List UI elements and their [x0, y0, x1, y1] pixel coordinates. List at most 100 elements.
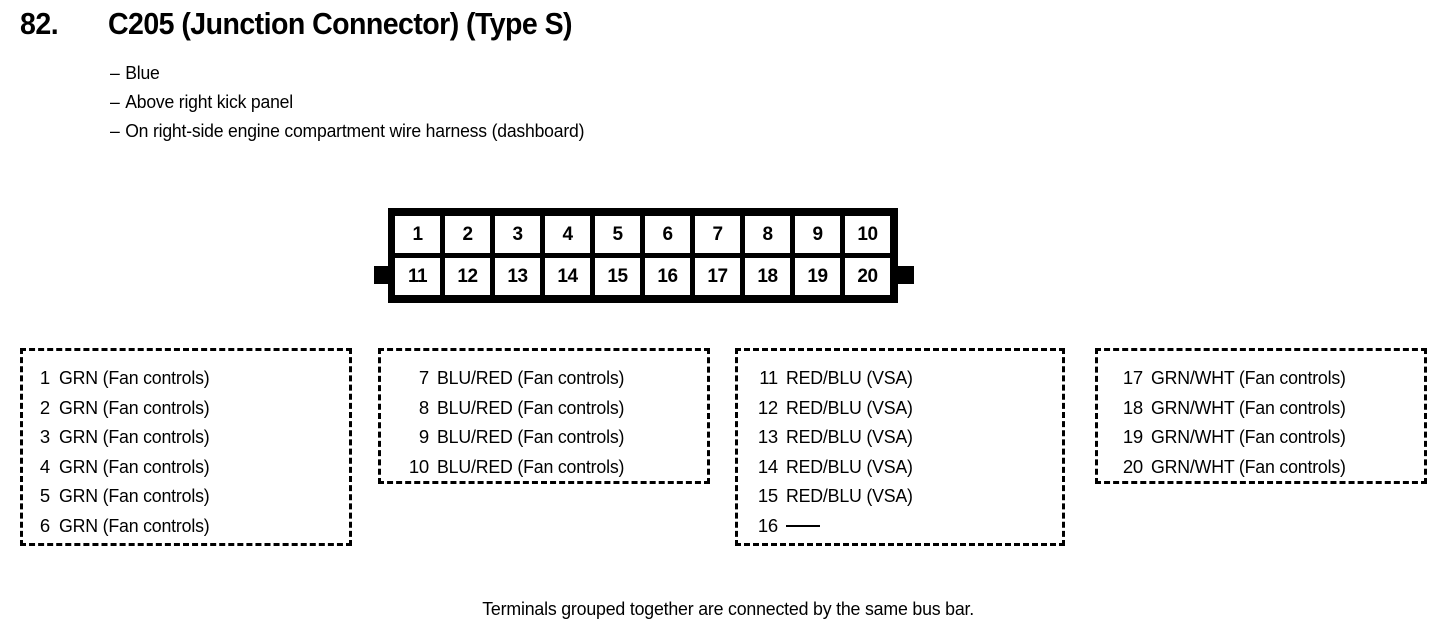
terminal-pin-number: 8	[418, 396, 429, 418]
connector-pin-cell-2: 2	[442, 213, 493, 256]
connector-pin-cell-17: 17	[692, 255, 743, 298]
connector-pin-cell-14: 14	[542, 255, 593, 298]
connector-pin-cell-6: 6	[642, 213, 693, 256]
terminal-pin-number: 7	[418, 367, 429, 388]
terminal-wire-description: RED/BLU (VSA)	[786, 455, 913, 477]
terminal-row: 11 RED/BLU (VSA)	[738, 363, 1062, 393]
section-number: 82.	[20, 6, 59, 41]
terminal-wire-description: GRN (Fan controls)	[59, 367, 210, 388]
terminal-row: 14 RED/BLU (VSA)	[738, 452, 1062, 482]
terminal-pin-number: 6	[39, 514, 50, 536]
terminal-row: 13 RED/BLU (VSA)	[738, 422, 1062, 452]
no-connection-dash-icon	[786, 524, 820, 527]
connector-pin-cell-15: 15	[592, 255, 643, 298]
connector-pin-cell-16: 16	[642, 255, 693, 298]
terminal-pin-number: 5	[39, 485, 50, 506]
terminal-wire-description: BLU/RED (Fan controls)	[437, 396, 625, 418]
terminal-wire-description: BLU/RED (Fan controls)	[437, 426, 625, 447]
terminal-pin-number: 11	[759, 367, 778, 388]
connector-pin-cell-10: 10	[842, 213, 893, 256]
page-title: C205 (Junction Connector) (Type S)	[108, 6, 573, 41]
terminal-pin-number: 18	[1122, 396, 1143, 418]
footer-caption: Terminals grouped together are connected…	[0, 598, 1456, 620]
terminal-wire-description: RED/BLU (VSA)	[786, 367, 913, 388]
terminal-pin-number: 15	[757, 485, 778, 506]
terminal-row: 6 GRN (Fan controls)	[23, 511, 349, 541]
connector-detail-list: –Blue–Above right kick panel–On right-si…	[110, 58, 609, 145]
footer-caption-text: Terminals grouped together are connected…	[482, 598, 974, 619]
connector-pin-cell-1: 1	[392, 213, 443, 256]
terminal-pin-number: 13	[757, 426, 778, 447]
terminal-wire-description: RED/BLU (VSA)	[786, 485, 913, 506]
terminal-pin-number: 14	[757, 455, 778, 477]
terminal-wire-description: GRN/WHT (Fan controls)	[1151, 396, 1346, 418]
connector-pin-cell-18: 18	[742, 255, 793, 298]
bullet-dash-icon: –	[110, 91, 120, 112]
terminal-wire-description: GRN/WHT (Fan controls)	[1151, 426, 1346, 447]
connector-pin-cell-20: 20	[842, 255, 893, 298]
bullet-dash-icon: –	[110, 62, 120, 83]
terminal-wire-description: RED/BLU (VSA)	[786, 426, 913, 447]
connector-detail-text: On right-side engine compartment wire ha…	[125, 120, 585, 141]
terminal-row: 18 GRN/WHT (Fan controls)	[1098, 393, 1424, 423]
terminal-wire-description: GRN (Fan controls)	[59, 514, 210, 536]
terminal-row: 10 BLU/RED (Fan controls)	[381, 452, 707, 482]
terminal-pin-number: 12	[757, 396, 778, 418]
terminal-pin-number: 2	[39, 396, 50, 418]
terminal-row: 15 RED/BLU (VSA)	[738, 481, 1062, 511]
terminal-row: 7 BLU/RED (Fan controls)	[381, 363, 707, 393]
terminal-pin-number: 17	[1122, 367, 1143, 388]
connector-pin-cell-5: 5	[592, 213, 643, 256]
terminal-row: 2 GRN (Fan controls)	[23, 393, 349, 423]
connector-pin-cell-19: 19	[792, 255, 843, 298]
terminal-wire-description: RED/BLU (VSA)	[786, 396, 913, 418]
terminal-pin-number: 20	[1122, 455, 1143, 477]
terminal-row: 9 BLU/RED (Fan controls)	[381, 422, 707, 452]
terminal-pin-number: 9	[418, 426, 429, 447]
terminal-row: 5 GRN (Fan controls)	[23, 481, 349, 511]
connector-pin-cell-13: 13	[492, 255, 543, 298]
terminal-wire-description: GRN (Fan controls)	[59, 485, 210, 506]
terminal-wire-description: BLU/RED (Fan controls)	[437, 367, 625, 388]
terminal-row: 4 GRN (Fan controls)	[23, 452, 349, 482]
connector-pin-cell-8: 8	[742, 213, 793, 256]
connector-detail-item: –On right-side engine compartment wire h…	[110, 116, 584, 145]
terminal-row: 8 BLU/RED (Fan controls)	[381, 393, 707, 423]
connector-pin-cell-12: 12	[442, 255, 493, 298]
terminal-wire-description: GRN (Fan controls)	[59, 455, 210, 477]
connector-pin-cell-11: 11	[392, 255, 443, 298]
terminal-row: 16	[738, 511, 1062, 541]
connector-right-tab-icon	[898, 266, 914, 284]
connector-pin-cell-4: 4	[542, 213, 593, 256]
terminal-wire-description: GRN/WHT (Fan controls)	[1151, 367, 1346, 388]
terminal-pin-number: 4	[39, 455, 50, 477]
terminal-row: 12 RED/BLU (VSA)	[738, 393, 1062, 423]
connector-detail-text: Blue	[125, 62, 160, 83]
connector-pin-cell-7: 7	[692, 213, 743, 256]
terminal-wire-description: BLU/RED (Fan controls)	[437, 455, 625, 477]
terminal-wire-description: GRN (Fan controls)	[59, 396, 210, 418]
terminal-pin-number: 10	[408, 455, 429, 477]
terminal-wire-description: GRN (Fan controls)	[59, 426, 210, 447]
connector-detail-text: Above right kick panel	[125, 91, 293, 112]
connector-left-tab-icon	[374, 266, 390, 284]
connector-pin-cell-3: 3	[492, 213, 543, 256]
bullet-dash-icon: –	[110, 120, 120, 141]
connector-detail-item: –Above right kick panel	[110, 87, 584, 116]
